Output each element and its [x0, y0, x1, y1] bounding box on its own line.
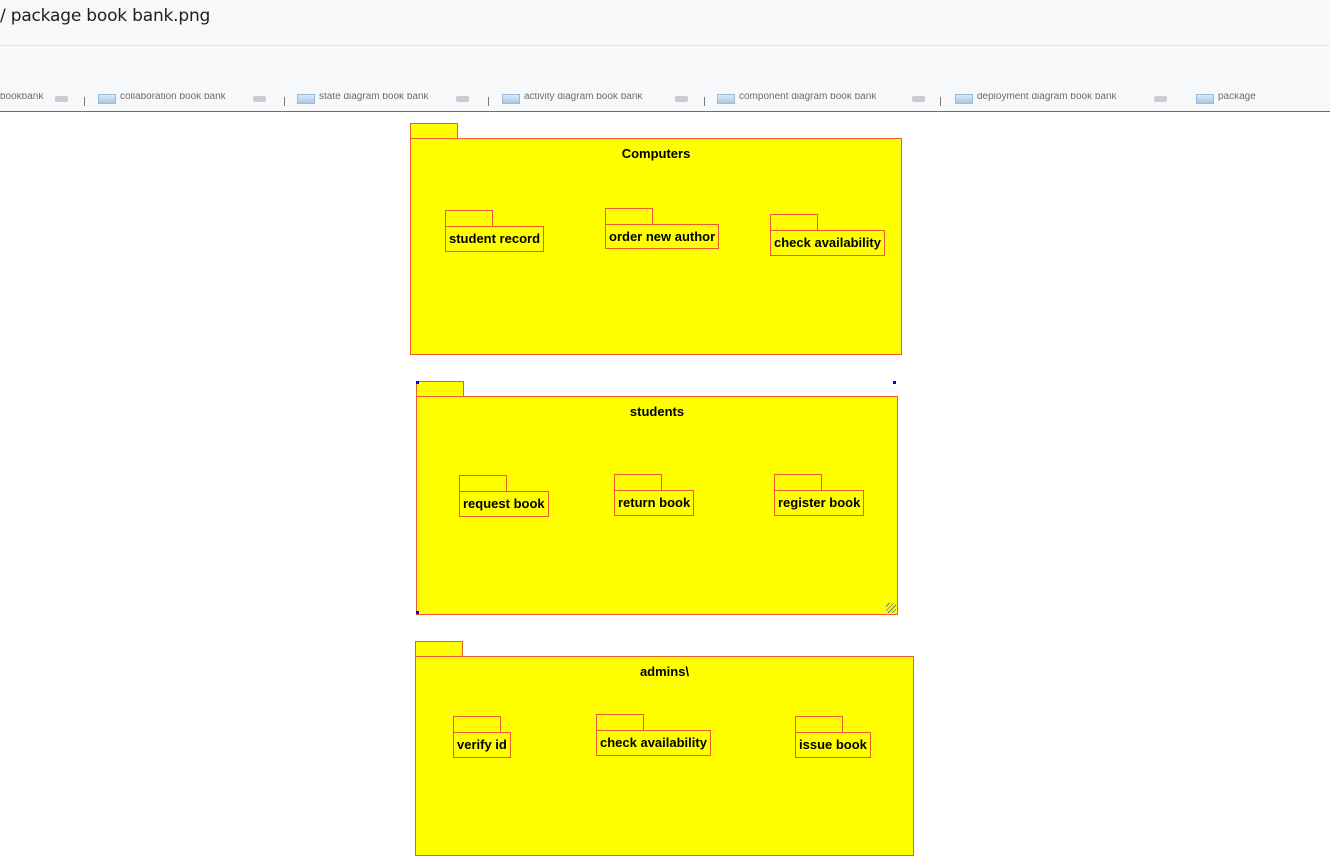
selection-handle[interactable] — [416, 611, 419, 614]
tab-state-diagram[interactable]: state diagram book bank — [297, 93, 469, 105]
subpackage-tab — [614, 474, 662, 491]
subpackage-tab — [795, 716, 843, 733]
tab-separator — [940, 97, 941, 106]
subpackage-register-book[interactable]: register book — [774, 490, 865, 516]
window-titlebar: / package book bank.png — [0, 0, 1330, 46]
subpackage-tab — [770, 214, 818, 231]
selection-handle[interactable] — [416, 381, 419, 384]
window-title: / package book bank.png — [0, 6, 211, 26]
tab-deployment-diagram[interactable]: deployment diagram book bank — [955, 93, 1167, 105]
tab-close-icon[interactable] — [1154, 96, 1167, 102]
image-file-icon — [1196, 94, 1214, 104]
subpackage-student-record[interactable]: student record — [445, 226, 545, 252]
subpackage-tab — [774, 474, 822, 491]
subpackage-issue-book[interactable]: issue book — [795, 732, 871, 758]
package-title: students — [629, 404, 685, 419]
tab-component-diagram[interactable]: component diagram book bank — [717, 93, 925, 105]
toolbar — [0, 46, 1330, 100]
tab-label: package — [1218, 93, 1256, 101]
resize-grip-icon[interactable] — [886, 603, 896, 613]
tab-activity-diagram[interactable]: activity diagram book bank — [502, 93, 688, 105]
image-file-icon — [955, 94, 973, 104]
tab-separator — [488, 97, 489, 106]
subpackage-check-availability[interactable]: check availability — [770, 230, 885, 256]
tab-separator — [704, 97, 705, 106]
subpackage-verify-id[interactable]: verify id — [453, 732, 511, 758]
subpackage-tab — [453, 716, 501, 733]
tab-close-icon[interactable] — [253, 96, 266, 102]
tab-bookbank[interactable]: bookbank — [0, 93, 68, 105]
tab-label: component diagram book bank — [739, 93, 877, 101]
subpackage-tab — [459, 475, 507, 492]
subpackage-request-book[interactable]: request book — [459, 491, 549, 517]
image-file-icon — [502, 94, 520, 104]
subpackage-tab — [596, 714, 644, 731]
image-file-icon — [297, 94, 315, 104]
tab-strip: bookbank collaboration book bank state d… — [0, 93, 1330, 112]
tab-label: collaboration book bank — [120, 93, 226, 101]
tab-label: state diagram book bank — [319, 93, 429, 101]
tab-label: deployment diagram book bank — [977, 93, 1117, 101]
package-title: admins\ — [639, 664, 690, 679]
package-title: Computers — [621, 146, 691, 161]
subpackage-tab — [605, 208, 653, 225]
image-file-icon — [717, 94, 735, 104]
tab-package[interactable]: package — [1196, 93, 1278, 105]
tab-close-icon[interactable] — [675, 96, 688, 102]
subpackage-return-book[interactable]: return book — [614, 490, 695, 516]
subpackage-check-availability[interactable]: check availability — [596, 730, 711, 756]
tab-close-icon[interactable] — [456, 96, 469, 102]
selection-handle[interactable] — [893, 381, 896, 384]
subpackage-order-new-author[interactable]: order new author — [605, 224, 720, 249]
tab-collaboration[interactable]: collaboration book bank — [98, 93, 266, 105]
tab-close-icon[interactable] — [912, 96, 925, 102]
tab-label: bookbank — [0, 93, 44, 101]
tab-separator — [284, 97, 285, 106]
image-file-icon — [98, 94, 116, 104]
subpackage-tab — [445, 210, 493, 227]
tab-close-icon[interactable] — [55, 96, 68, 102]
tab-label: activity diagram book bank — [524, 93, 643, 101]
tab-separator — [84, 97, 85, 106]
